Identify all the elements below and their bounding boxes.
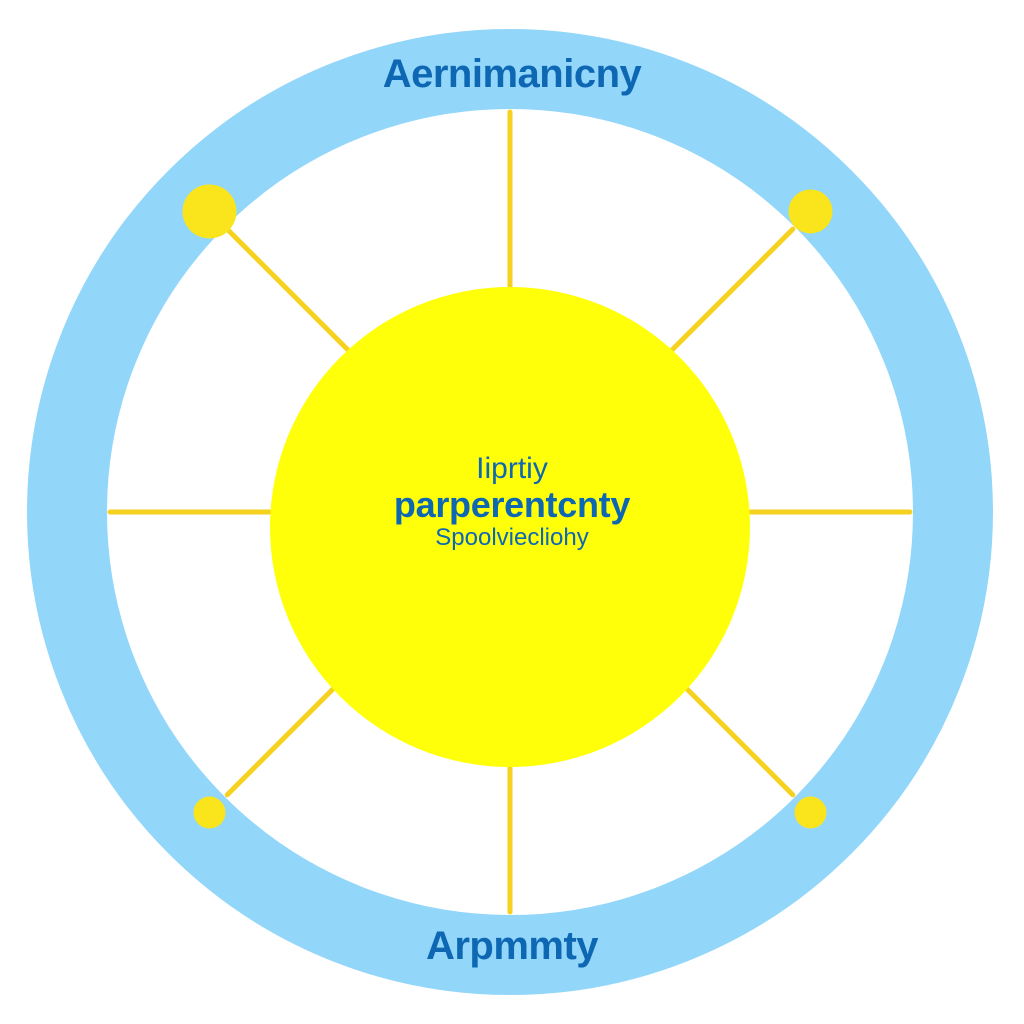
center-text-line-3: Spoolviecliohy	[435, 523, 589, 551]
center-circle	[270, 287, 750, 767]
spoke-node	[788, 189, 833, 234]
ring-label-bottom: Arpmmty	[425, 924, 599, 968]
center-text-block: Iiprtiy parperentcnty Spoolviecliohy	[0, 452, 1024, 551]
ring-label-top: Aernimanicny	[382, 52, 642, 96]
outer-ring	[27, 29, 993, 995]
nodes-group	[182, 184, 833, 829]
center-text-line-1: Iiprtiy	[476, 452, 548, 485]
center-text-line-2: parperentcnty	[393, 484, 631, 525]
spoke-node	[182, 184, 237, 239]
spoke-node	[794, 796, 827, 829]
spoke-node	[193, 796, 226, 829]
